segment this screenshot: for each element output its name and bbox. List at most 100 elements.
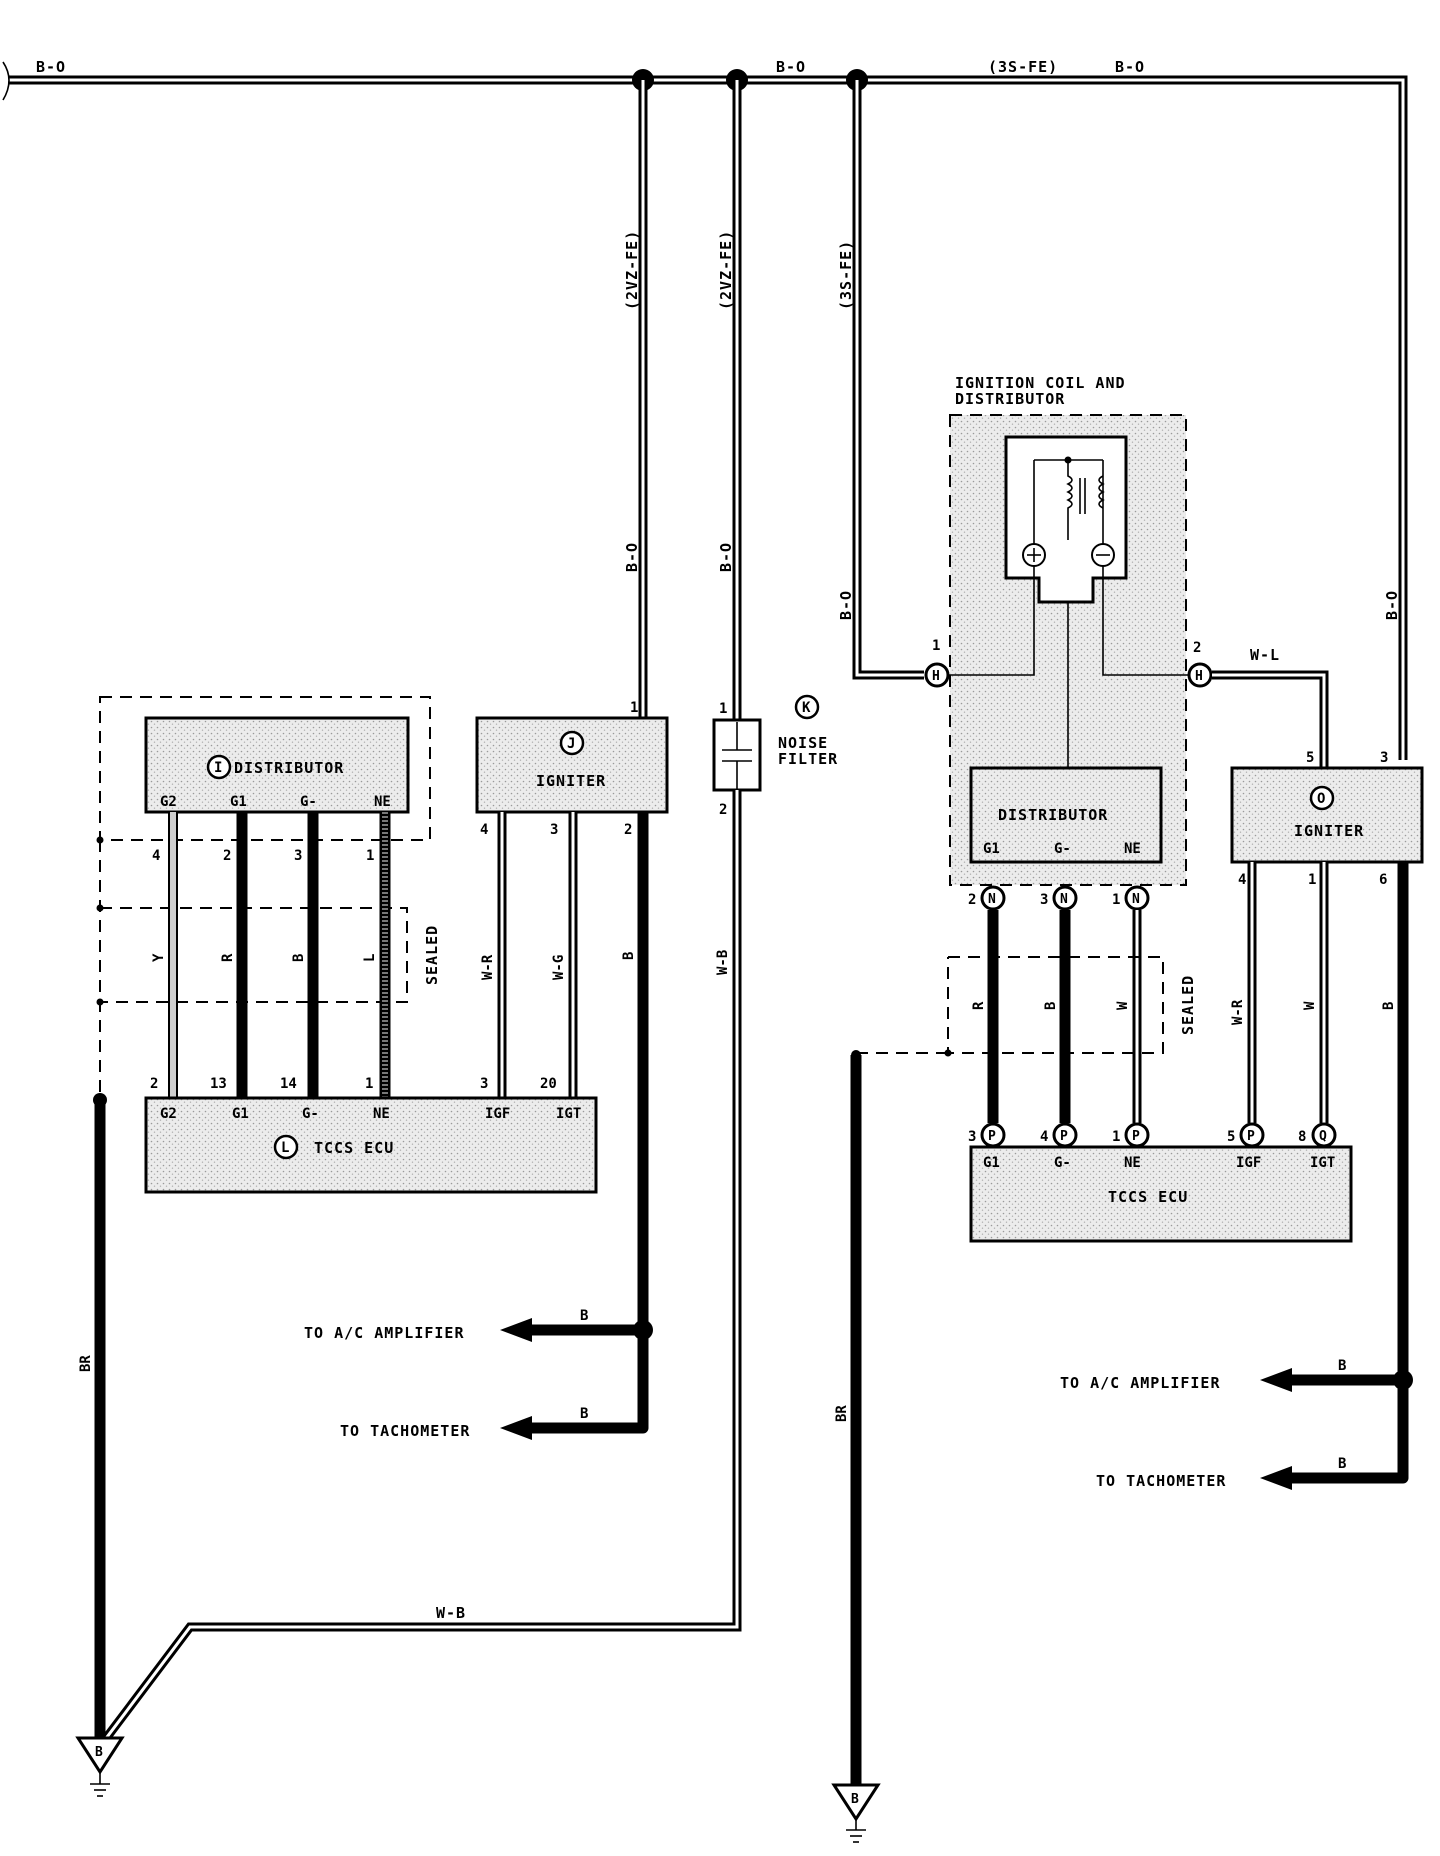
ecu-l-term-ne: NE xyxy=(373,1106,390,1122)
connector-p-letter-3: P xyxy=(1132,1129,1140,1144)
ecu-l-pin-1: 1 xyxy=(365,1076,373,1092)
igniter-o-pin3: 3 xyxy=(1380,750,1388,766)
wire-color-b-ig-out-right: B xyxy=(1381,1002,1397,1010)
ecu-l-term-igf: IGF xyxy=(485,1106,510,1122)
connector-p-q: P 3 P 4 P 1 P 5 Q 8 xyxy=(968,1122,1337,1148)
igniter-j-pin1: 1 xyxy=(630,700,638,716)
distributor-ecu-wires-left: 4 2 3 1 Y R B L xyxy=(151,812,391,1098)
dist-i-pin-g1: 2 xyxy=(223,848,231,864)
igniter-j-title: IGNITER xyxy=(536,772,606,790)
ecu-l-term-igt: IGT xyxy=(556,1106,581,1122)
wire-label-bo-right-left: B-O xyxy=(837,590,855,620)
ecu-l-pin-14: 14 xyxy=(280,1076,297,1092)
to-tach-wire-color-left: B xyxy=(580,1406,588,1422)
wire-color-l: L xyxy=(362,954,378,962)
igniter-j: J IGNITER 1 2 3 4 xyxy=(475,700,669,838)
distributor-i-title: DISTRIBUTOR xyxy=(234,759,344,777)
wire-color-w-b-horizontal: W-B xyxy=(436,1604,466,1622)
to-ac-amplifier-left: TO A/C AMPLIFIER xyxy=(304,1324,465,1342)
wire-color-b-right: B xyxy=(1043,1002,1059,1010)
arrow-to-tach-left xyxy=(500,1416,532,1440)
tccs-ecu-right: G1 G- NE IGF IGT TCCS ECU xyxy=(969,1145,1353,1243)
wire-label-2vz-b: (2VZ-FE) xyxy=(717,230,735,310)
bus-label-right: B-O xyxy=(1115,58,1145,76)
tccs-ecu-l: G2 G1 G- NE IGF IGT L TCCS ECU 2 13 14 1… xyxy=(144,1076,598,1194)
connector-h2-badge xyxy=(1187,662,1213,688)
connector-p-letter-1: P xyxy=(988,1129,996,1144)
wire-color-r: R xyxy=(220,953,236,962)
to-tachometer-right: TO TACHOMETER xyxy=(1096,1472,1226,1490)
to-ac-wire-color-right: B xyxy=(1338,1358,1346,1374)
igniter-o-pin5: 5 xyxy=(1306,750,1314,766)
connector-h2-pin: 2 xyxy=(1193,640,1201,656)
igniter-o-pin6: 6 xyxy=(1379,872,1387,888)
noise-filter-line2: FILTER xyxy=(778,750,838,768)
connector-p-letter-4: P xyxy=(1247,1129,1255,1144)
ecu-right-term-ne: NE xyxy=(1124,1155,1141,1171)
ecu-l-letter-badge xyxy=(273,1134,299,1160)
connector-h1-pin: 1 xyxy=(932,638,940,654)
igniter-j-pin3: 3 xyxy=(550,822,558,838)
igniter-ecu-wires-right: W-R W xyxy=(1230,862,1329,1123)
distributor-i-letter: I xyxy=(214,760,222,776)
to-tachometer-left: TO TACHOMETER xyxy=(340,1422,470,1440)
igniter-j-output: B TO A/C AMPLIFIER B TO TACHOMETER B xyxy=(304,812,653,1440)
to-ac-wire-color-left: B xyxy=(580,1308,588,1324)
wire-color-w-ig-right: W xyxy=(1302,1001,1318,1010)
connector-h1-letter: H xyxy=(932,669,940,684)
sealed-shield-left: SEALED xyxy=(96,836,441,1100)
sealed-label-left: SEALED xyxy=(423,925,441,985)
ground-letter-left: B xyxy=(95,1745,103,1760)
igniter-o-pin4: 4 xyxy=(1238,872,1246,888)
connector-p-pin-g1: 3 xyxy=(968,1129,976,1145)
igniter-o-output: B TO A/C AMPLIFIER B TO TACHOMETER B xyxy=(1060,862,1413,1490)
to-tach-wire-color-right: B xyxy=(1338,1456,1346,1472)
connector-n-pin-gminus: 3 xyxy=(1040,892,1048,908)
wire-color-w-r-right: W-R xyxy=(1230,999,1246,1025)
ecu-right-term-igt: IGT xyxy=(1310,1155,1335,1171)
igniter-o: O IGNITER 5 3 4 1 6 xyxy=(1230,750,1424,888)
noise-filter-letter: K xyxy=(802,700,811,716)
noise-filter-ground-wire: W-B W-B xyxy=(97,790,742,1748)
dist-i-pin-ne: 1 xyxy=(366,848,374,864)
coil-title-line2: DISTRIBUTOR xyxy=(955,390,1065,408)
distributor-right-term-ne: NE xyxy=(1124,841,1141,857)
wire-label-2vz-a: (2VZ-FE) xyxy=(623,230,641,310)
wire-label-bo-a: B-O xyxy=(623,542,641,572)
top-bus: B-O B-O (3S-FE) B-O xyxy=(2,58,1408,760)
igniter-j-pin4: 4 xyxy=(480,822,488,838)
bus-label-engine: (3S-FE) xyxy=(988,58,1058,76)
wire-to-coil-h1: (3S-FE) B-O xyxy=(837,80,924,680)
distributor-i-term-ne: NE xyxy=(374,794,391,810)
sealed-shield-right: SEALED xyxy=(856,956,1197,1057)
dist-i-pin-g2: 4 xyxy=(152,848,160,864)
distributor-i-letter-badge xyxy=(206,754,232,780)
to-ac-amplifier-right: TO A/C AMPLIFIER xyxy=(1060,1374,1221,1392)
connector-n-letter-3: N xyxy=(1132,892,1140,907)
ecu-l-pin-3: 3 xyxy=(480,1076,488,1092)
arrow-to-tach-right xyxy=(1260,1466,1292,1490)
connector-n-letter-2: N xyxy=(1060,892,1068,907)
distributor-right: DISTRIBUTOR G1 G- NE xyxy=(969,766,1163,864)
connector-n-pin-g1: 2 xyxy=(968,892,976,908)
igniter-j-pin2: 2 xyxy=(624,822,632,838)
bus-label-left: B-O xyxy=(36,58,66,76)
ground-wire-color-right: BR xyxy=(834,1405,850,1422)
wire-color-b-ig-out-left: B xyxy=(621,952,637,960)
igniter-o-title: IGNITER xyxy=(1294,822,1364,840)
ecu-l-term-g1: G1 xyxy=(232,1106,249,1122)
ecu-l-title: TCCS ECU xyxy=(314,1139,394,1157)
connector-h: H 1 H 2 xyxy=(924,638,1213,688)
connector-h1-badge xyxy=(924,662,950,688)
connector-n-pin-ne: 1 xyxy=(1112,892,1120,908)
igniter-ecu-wires-left: W-R W-G xyxy=(480,812,578,1098)
connector-p-pin-ne: 1 xyxy=(1112,1129,1120,1145)
bus-label-mid: B-O xyxy=(776,58,806,76)
igniter-o-letter-badge xyxy=(1309,785,1335,811)
ground-letter-right: B xyxy=(851,1792,859,1807)
wire-color-w-right: W xyxy=(1115,1001,1131,1010)
distributor-i-term-g2: G2 xyxy=(160,794,177,810)
distributor-i-term-gminus: G- xyxy=(300,794,317,810)
wire-to-noise-filter: (2VZ-FE) B-O xyxy=(717,80,742,720)
